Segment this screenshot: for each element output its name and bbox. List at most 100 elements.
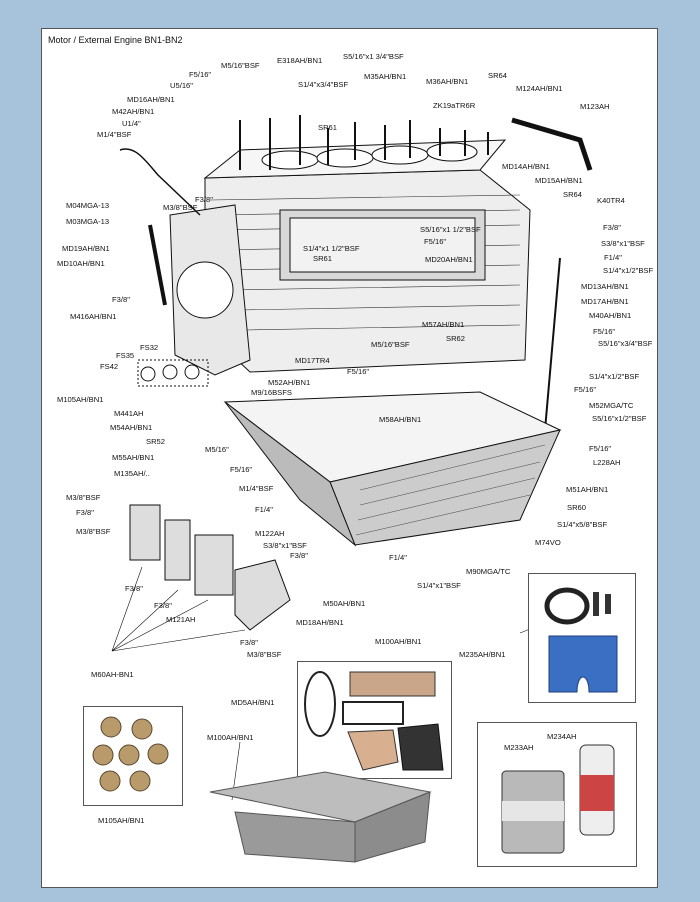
part-label-s14x12a: S1/4"x1/2"BSF: [603, 266, 654, 275]
part-label-m100a: M100AH/BN1: [375, 637, 422, 646]
part-label-m5bsf-b: M5/16"BSF: [371, 340, 410, 349]
part-label-md19: MD19AH/BN1: [62, 244, 110, 253]
part-label-m234: M234AH: [547, 732, 577, 741]
part-label-m40: M40AH/BN1: [589, 311, 632, 320]
part-label-md5: MD5AH/BN1: [231, 698, 275, 707]
part-label-sr64a: SR64: [488, 71, 507, 80]
part-label-m135: M135AH/..: [114, 469, 150, 478]
part-label-m54: M54AH/BN1: [110, 423, 153, 432]
expansion-plugs-photo: [83, 706, 183, 806]
part-label-m60: M60AH-BN1: [91, 670, 134, 679]
part-label-sr61a: SR61: [318, 123, 337, 132]
part-label-f38f: F3/8": [125, 584, 143, 593]
part-label-fs35: FS35: [116, 351, 135, 360]
part-label-s14x12b: S1/4"x1/2"BSF: [589, 372, 640, 381]
part-label-md16: MD16AH/BN1: [127, 95, 175, 104]
part-label-m90: M90MGA/TC: [466, 567, 511, 576]
part-label-m105b: M105AH/BN1: [98, 816, 145, 825]
part-label-zk19: ZK19aTR6R: [433, 101, 476, 110]
part-label-f38d: F3/8": [76, 508, 94, 517]
part-label-m57: M57AH/BN1: [422, 320, 465, 329]
part-label-m5bsf-top: M5/16"BSF: [221, 61, 260, 70]
part-label-m38bsf-a: M3/8"BSF: [163, 203, 198, 212]
part-label-f516g: F5/16": [230, 465, 253, 474]
part-label-m14: M1/4"BSF: [239, 484, 274, 493]
oil-pipe: [511, 117, 593, 171]
part-label-m03: M03MGA-13: [66, 217, 110, 226]
part-label-md15: MD15AH/BN1: [535, 176, 583, 185]
part-label-m35: M35AH/BN1: [364, 72, 407, 81]
part-label-m121: M121AH: [166, 615, 196, 624]
part-label-m52ah: M52AH/BN1: [268, 378, 311, 387]
part-label-md13: MD13AH/BN1: [581, 282, 629, 291]
dipstick: [119, 148, 201, 216]
part-label-f516c: F5/16": [593, 327, 616, 336]
part-label-f516d: F5/16": [347, 367, 370, 376]
part-label-m441: M441AH: [114, 409, 144, 418]
part-label-f38h: F3/8": [240, 638, 258, 647]
part-label-e318: E318AH/BN1: [277, 56, 323, 65]
part-label-m74: M74VO: [535, 538, 561, 547]
part-label-m36: M36AH/BN1: [426, 77, 469, 86]
page-title: Motor / External Engine BN1-BN2: [48, 35, 183, 45]
part-label-m58: M58AH/BN1: [379, 415, 422, 424]
part-label-m235: M235AH/BN1: [459, 650, 506, 659]
part-label-f14b: F1/4": [255, 505, 273, 514]
part-label-k40: K40TR4: [597, 196, 625, 205]
part-label-s38x1b: S3/8"x1"BSF: [263, 541, 307, 550]
part-label-f38c: F3/8": [112, 295, 130, 304]
part-label-m50: M50AH/BN1: [323, 599, 366, 608]
part-label-f38a: F3/8": [195, 195, 213, 204]
engine-block: [203, 139, 531, 373]
part-label-sr60: SR60: [567, 503, 586, 512]
part-label-s14x34: S1/4"x3/4"BSF: [298, 80, 349, 89]
part-label-f38g: F3/8": [154, 601, 172, 610]
oil-sump: [223, 391, 562, 547]
part-label-f516e: F5/16": [574, 385, 597, 394]
part-label-u14: U1/4": [122, 119, 141, 128]
part-label-md20: MD20AH/BN1: [425, 255, 473, 264]
expansion-plugs-image: [92, 716, 169, 792]
part-label-f14a: F1/4": [604, 253, 622, 262]
rear-seal-image: [544, 587, 618, 693]
part-label-sr52: SR52: [146, 437, 165, 446]
part-label-m51: M51AH/BN1: [566, 485, 609, 494]
part-label-m100b: M100AH/BN1: [207, 733, 254, 742]
sealant-products-photo: [477, 722, 637, 867]
part-label-m55: M55AH/BN1: [112, 453, 155, 462]
part-label-md17: MD17AH/BN1: [581, 297, 629, 306]
part-label-f38e: F3/8": [290, 551, 308, 560]
part-label-fs42: FS42: [100, 362, 119, 371]
cylinder-studs: [239, 115, 489, 170]
part-label-m38bsf-b: M3/8"BSF: [66, 493, 101, 502]
part-label-m5-16: M5/16": [205, 445, 229, 454]
part-label-m38bsf-c: M3/8"BSF: [76, 527, 111, 536]
part-label-u516: U5/16": [170, 81, 193, 90]
part-label-m38bsf-d: M3/8"BSF: [247, 650, 282, 659]
part-label-m04: M04MGA-13: [66, 201, 110, 210]
part-label-sr64b: SR64: [563, 190, 582, 199]
rear-seal-photo: [528, 573, 636, 703]
part-label-s14x1: S1/4"x1"BSF: [417, 581, 461, 590]
part-label-s516x134: S5/16"x1 3/4"BSF: [343, 52, 404, 61]
dipstick-tube: [148, 224, 167, 306]
part-label-md18: MD18AH/BN1: [296, 618, 344, 627]
part-label-s14x58: S1/4"x5/8"BSF: [557, 520, 608, 529]
part-label-s516x12: S5/16"x1/2"BSF: [592, 414, 647, 423]
part-label-l228: L228AH: [593, 458, 621, 467]
part-label-fs32: FS32: [140, 343, 159, 352]
part-label-f14c: F1/4": [389, 553, 407, 562]
part-label-s38x1: S3/8"x1"BSF: [601, 239, 645, 248]
part-label-s516x112: S5/16"x1 1/2"BSF: [420, 225, 481, 234]
part-label-m416: M416AH/BN1: [70, 312, 117, 321]
plate-opening: [176, 261, 234, 319]
expansion-plugs: [140, 364, 200, 382]
part-label-m14bsf: M1/4"BSF: [97, 130, 132, 139]
part-label-m42: M42AH/BN1: [112, 107, 155, 116]
part-label-md17tr4: MD17TR4: [295, 356, 330, 365]
side-rod: [544, 257, 561, 431]
part-label-sr62: SR62: [446, 334, 465, 343]
gasket-set-photo: [297, 661, 452, 779]
